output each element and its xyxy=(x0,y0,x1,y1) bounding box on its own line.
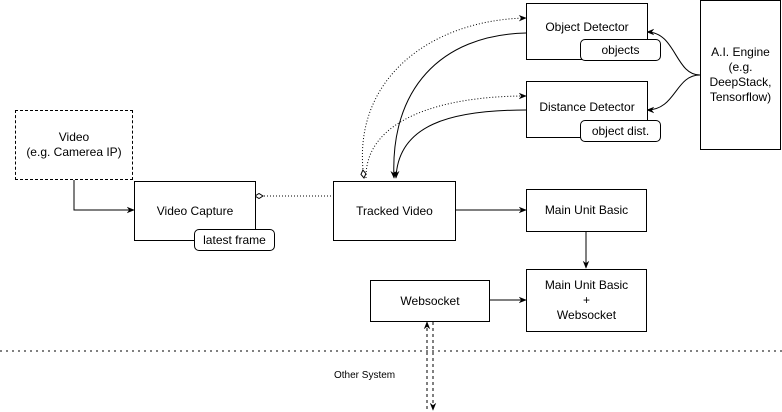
tracked-video-node: Tracked Video xyxy=(333,181,456,241)
main-unit-websocket-node: Main Unit Basic + Websocket xyxy=(526,269,647,332)
object-dist-tag: object dist. xyxy=(580,120,661,142)
other-system-label: Other System xyxy=(334,370,396,381)
edge-ai-to-objectdetector xyxy=(646,28,701,76)
websocket-node: Websocket xyxy=(370,280,490,322)
edge-objectdetector-to-tracked xyxy=(390,32,527,179)
edge-video-to-capture xyxy=(73,180,135,214)
edge-tracked-distancedetector-dotted xyxy=(365,92,527,179)
edge-tracked-objectdetector-dotted xyxy=(362,18,526,178)
edge-ai-to-distancedetector xyxy=(646,74,701,114)
ai-engine-node: A.I. Engine (e.g. DeepStack, Tensorflow) xyxy=(700,0,781,150)
video-source-node: Video (e.g. Camerea IP) xyxy=(15,110,133,180)
main-unit-basic-node: Main Unit Basic xyxy=(526,189,647,232)
objects-tag: objects xyxy=(580,39,661,61)
latest-frame-tag: latest frame xyxy=(194,229,275,251)
edge-distancedetector-to-tracked xyxy=(393,109,527,179)
